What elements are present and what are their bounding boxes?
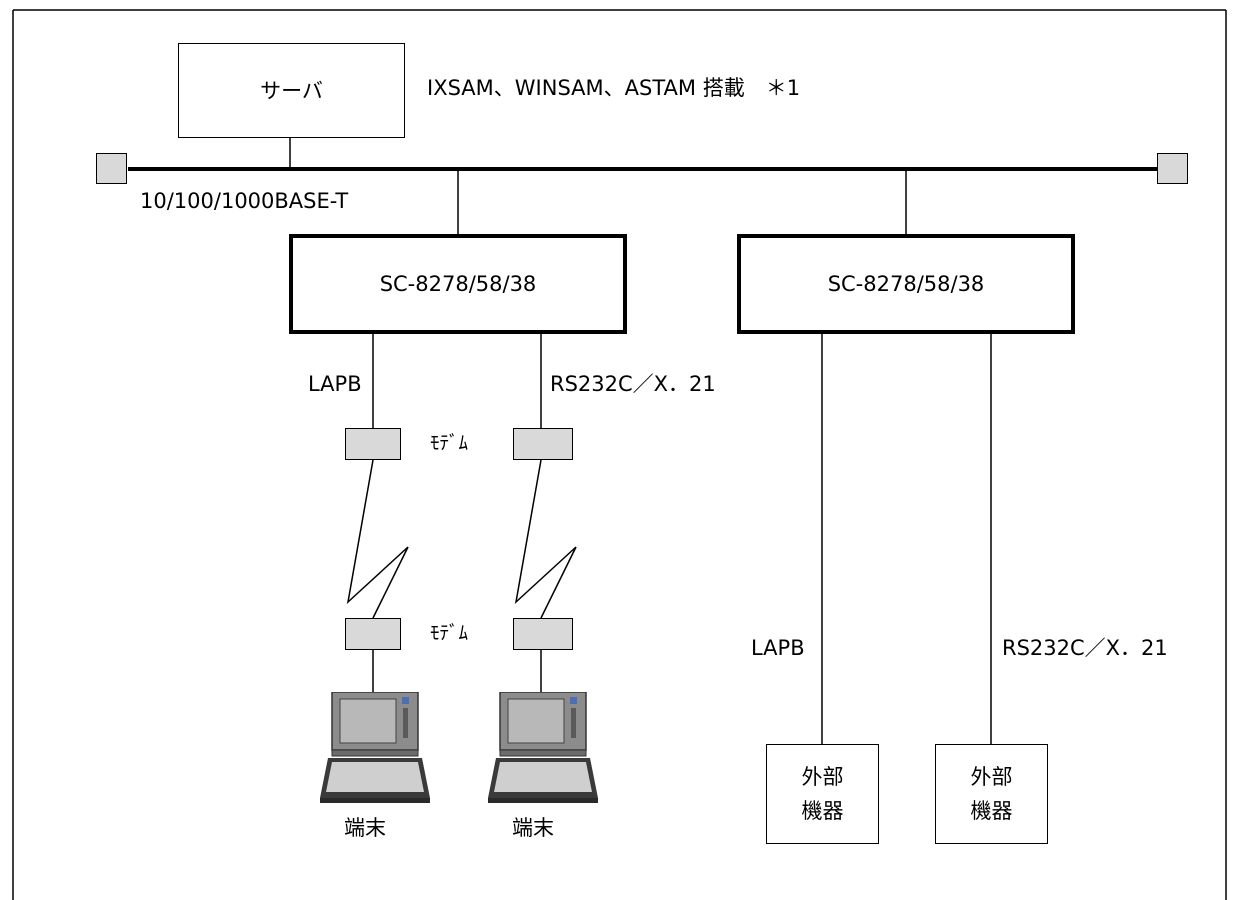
- server-box: サーバ: [178, 43, 405, 138]
- external-device-1: 外部 機器: [766, 744, 879, 844]
- external-device-2: 外部 機器: [935, 744, 1048, 844]
- terminal-1-label: 端末: [344, 816, 386, 840]
- external-device-1-line2: 機器: [801, 799, 844, 823]
- server-software-note: IXSAM、WINSAM、ASTAM 搭載 ＊1: [427, 76, 801, 100]
- modem-label-top: ﾓﾃﾞﾑ: [430, 432, 469, 454]
- external-device-1-line1: 外部: [801, 765, 844, 789]
- terminal-2-icon: [488, 692, 598, 803]
- controller-2-label: SC-8278/58/38: [827, 272, 985, 296]
- bus-label: 10/100/1000BASE-T: [140, 189, 349, 213]
- controller-box-1: SC-8278/58/38: [289, 234, 627, 334]
- modem-top-right: [513, 428, 573, 460]
- modem-bottom-right: [513, 618, 573, 650]
- modem-top-left: [345, 428, 401, 460]
- bus-terminator-right: [1157, 153, 1188, 184]
- lightning-link-1: [346, 459, 409, 619]
- link-label-rs232-left: RS232C／X．21: [550, 372, 716, 396]
- link-label-rs232-right: RS232C／X．21: [1002, 636, 1168, 660]
- external-device-2-line2: 機器: [970, 799, 1013, 823]
- controller-box-2: SC-8278/58/38: [737, 234, 1075, 334]
- terminal-2-label: 端末: [512, 816, 554, 840]
- link-label-lapb-right: LAPB: [751, 636, 805, 660]
- controller-1-label: SC-8278/58/38: [379, 272, 537, 296]
- link-label-lapb-left: LAPB: [308, 372, 362, 396]
- external-device-2-line1: 外部: [970, 765, 1013, 789]
- server-label: サーバ: [260, 78, 323, 103]
- modem-label-bottom: ﾓﾃﾞﾑ: [430, 622, 469, 644]
- bus-terminator-left: [96, 153, 127, 184]
- terminal-1-icon: [320, 692, 430, 803]
- lightning-link-2: [514, 459, 577, 619]
- modem-bottom-left: [345, 618, 401, 650]
